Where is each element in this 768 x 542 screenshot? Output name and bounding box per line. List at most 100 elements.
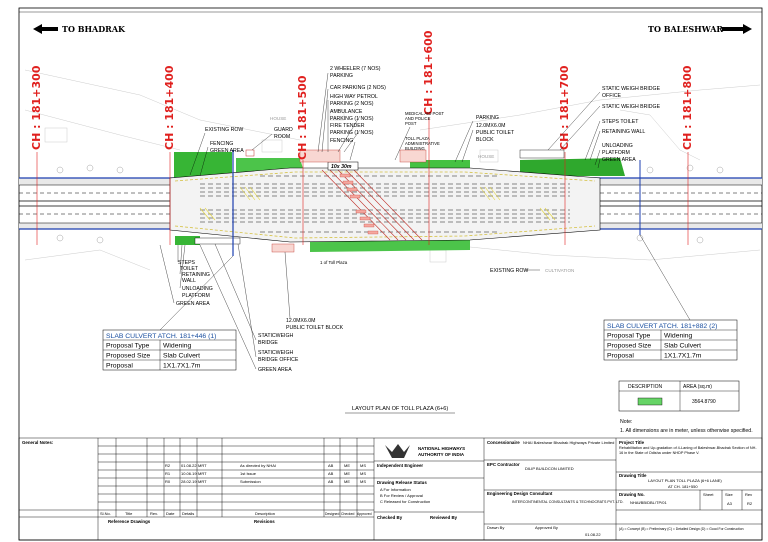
tb-head-slno: Sl.No. bbox=[100, 511, 111, 516]
label-house-1: HOUSE bbox=[270, 116, 286, 121]
tb-rev-r0-by: MRT bbox=[198, 479, 207, 484]
tb-reference-drawings: Reference Drawings bbox=[108, 519, 151, 524]
culvert-1-row-1-key: Proposal Type bbox=[106, 343, 150, 350]
tb-conc-name: NHAI Baleshwar Bhadrak Highways Private … bbox=[523, 440, 614, 445]
tb-nhai-2: AUTHORITY OF INDIA bbox=[418, 452, 465, 457]
label-steps-toilet-r: STEPS TOILET bbox=[602, 119, 639, 125]
tb-status-c: C Released for Construction bbox=[380, 499, 430, 504]
tb-rev-r0-rev: R0 bbox=[165, 479, 171, 484]
chainage-markers: CH : 181+300 CH : 181+400 CH : 181+500 C… bbox=[30, 30, 694, 245]
tb-project-desc: Rehabilitation and Up-gradation of 4-Lan… bbox=[619, 446, 757, 455]
chainage-181-400: CH : 181+400 bbox=[163, 65, 176, 150]
direction-left-label: TO BHADRAK bbox=[62, 24, 126, 34]
note-text: 1. All dimensions are in meter, unless o… bbox=[620, 428, 753, 434]
label-existing-row-l: EXISTING ROW bbox=[205, 127, 243, 133]
label-static-office-b-1: STATICWEIGH bbox=[258, 350, 294, 356]
tb-rev-r2-c: ME bbox=[344, 463, 350, 468]
tb-head-details: Details bbox=[182, 511, 194, 516]
label-retaining-r: RETAINING WALL bbox=[602, 129, 645, 135]
legend-area-value: 3564.8790 bbox=[692, 399, 716, 405]
label-fencing-l: FENCING bbox=[210, 141, 233, 147]
tb-head-rev: Rev. bbox=[150, 511, 158, 516]
tb-rev-r2-by: MRT bbox=[198, 463, 207, 468]
label-2-wheeler-2: PARKING bbox=[330, 73, 353, 79]
label-house-2: HOUSE bbox=[478, 154, 494, 159]
tb-head-date: Date bbox=[166, 511, 175, 516]
legend-header-area: AREA (sq.m) bbox=[683, 384, 712, 390]
label-toilet-b-1: 12.0MX6.0M bbox=[286, 318, 315, 324]
tb-rev-r2-a: MS bbox=[360, 463, 366, 468]
label-toilet-l: TOILET bbox=[180, 266, 199, 272]
tb-rev-r2-d: AB bbox=[328, 463, 334, 468]
tb-date-val: 01.08.22 bbox=[585, 532, 601, 537]
label-static-office-b-2: BRIDGE OFFICE bbox=[258, 357, 299, 363]
tb-rev-r0-d: AB bbox=[328, 479, 334, 484]
tb-head-designed: Designed bbox=[325, 512, 339, 516]
culvert-2-row-3-key: Proposal bbox=[607, 353, 634, 360]
label-ambulance-2: PARKING (1 NOS) bbox=[330, 116, 374, 122]
culvert-2-row-1-key: Proposal Type bbox=[607, 333, 651, 340]
culvert-2-title: SLAB CULVERT ATCH. 181+882 (2) bbox=[607, 323, 717, 330]
toll-plaza-area: 10x 30m bbox=[169, 149, 601, 253]
label-green-b: GREEN AREA bbox=[258, 367, 292, 373]
tb-sheet-val: A3 bbox=[727, 501, 733, 506]
label-guard-1: GUARD bbox=[274, 127, 293, 133]
legend-header-description: DESCRIPTION bbox=[628, 384, 663, 390]
top-annotations: 2 WHEELER (7 NOS) PARKING CAR PARKING (2… bbox=[189, 66, 661, 177]
tb-rev-r0-date: 28.02.19 bbox=[181, 479, 197, 484]
weigh-bridge-bottom bbox=[194, 237, 241, 245]
toll-box-top bbox=[327, 161, 359, 171]
tb-rev-r2-rev: R2 bbox=[165, 463, 171, 468]
tb-project-title: Project Title bbox=[619, 440, 645, 445]
tb-rev-r1-date: 10.06.19 bbox=[181, 471, 197, 476]
tb-drawing-no: Drawing No. bbox=[619, 492, 645, 497]
tb-sheet: Sheet bbox=[703, 492, 714, 497]
tb-drawing-title-head: Drawing Title bbox=[619, 473, 647, 478]
tb-head-description: Description bbox=[255, 511, 275, 516]
tb-reviewed-by: Reviewed By bbox=[430, 515, 458, 520]
tb-drawing-title-val-1: LAYOUT PLAN TOLL PLAZA (6+6 LANE) bbox=[648, 478, 722, 483]
tb-rev: Rev bbox=[745, 492, 752, 497]
direction-right: TO BALESHWAR bbox=[648, 24, 752, 34]
tb-checked-by: Checked By bbox=[377, 515, 403, 520]
label-static-bridge-b-1: STATICWEIGH bbox=[258, 333, 294, 339]
tb-rev-r1-rev: R1 bbox=[165, 471, 171, 476]
culvert-table-2: SLAB CULVERT ATCH. 181+882 (2) Proposal … bbox=[603, 319, 738, 361]
label-toilet-r-3: BLOCK bbox=[476, 137, 494, 143]
label-steps-l: STEPS bbox=[178, 260, 196, 266]
culvert-2-row-1-val: Widening bbox=[664, 333, 693, 340]
existing-surroundings bbox=[24, 69, 761, 271]
tb-revisions: Revisions bbox=[254, 519, 275, 524]
label-toll-admin-1: TOLL PLAZA bbox=[405, 136, 430, 141]
culvert-1-title: SLAB CULVERT ATCH. 181+446 (1) bbox=[106, 333, 216, 340]
tb-rev-r1-c: ME bbox=[344, 471, 350, 476]
label-green-l: GREEN AREA bbox=[210, 148, 244, 154]
chainage-181-800: CH : 181+800 bbox=[681, 65, 694, 150]
label-retaining-l-2: WALL bbox=[182, 278, 196, 284]
tb-rev-val: R2 bbox=[747, 501, 753, 506]
label-fire-2: PARKING (1 NOS) bbox=[330, 130, 374, 136]
guard-room bbox=[245, 149, 255, 157]
chainage-181-600: CH : 181+600 bbox=[422, 30, 435, 115]
note-head: Note: bbox=[620, 419, 632, 425]
label-static-office-r-2: OFFICE bbox=[602, 93, 622, 99]
tb-rev-r0-desc: Submission bbox=[240, 479, 261, 484]
label-green-l-2: GREEN AREA bbox=[176, 301, 210, 307]
label-unloading-r-1: UNLOADING bbox=[602, 143, 633, 149]
tb-rev-r2-desc: As directed by NHAI bbox=[240, 463, 276, 468]
label-static-bridge-r: STATIC WEIGH BRIDGE bbox=[602, 104, 661, 110]
tb-drawing-status: Drawing Release Status bbox=[377, 480, 427, 485]
tb-rev-r1-d: AB bbox=[328, 471, 334, 476]
label-fire: FIRE TENDER bbox=[330, 123, 365, 129]
culvert-2-row-3-val: 1X1.7X1.7m bbox=[664, 353, 702, 360]
toll-box-label: 10x 30m bbox=[331, 164, 352, 170]
tb-epc-name: DILIP BUILDCON LIMITED bbox=[525, 466, 574, 471]
culvert-2-row-2-key: Proposed Size bbox=[607, 343, 651, 350]
green-area-top-right bbox=[520, 158, 625, 176]
label-static-office-r-1: STATIC WEIGH BRIDGE bbox=[602, 86, 661, 92]
tb-head-title: Title bbox=[125, 511, 133, 516]
chainage-181-300: CH : 181+300 bbox=[30, 65, 43, 150]
label-unloading-l-2: PLATFORM bbox=[182, 293, 210, 299]
tb-head-checked: Checked bbox=[341, 512, 354, 516]
admin-building bbox=[399, 149, 427, 163]
